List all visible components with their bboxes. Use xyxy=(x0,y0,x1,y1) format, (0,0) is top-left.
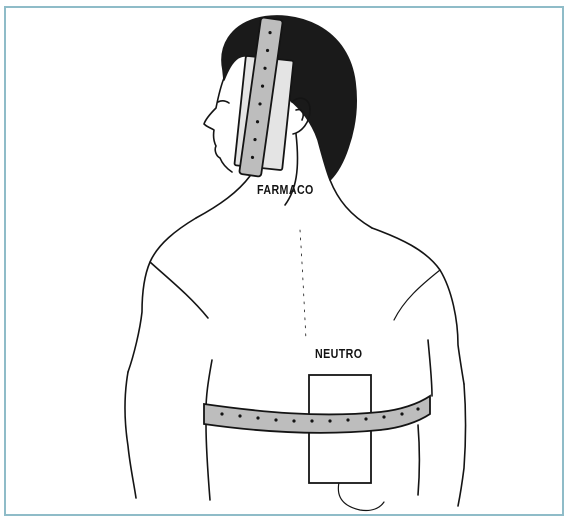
back-muscle-left xyxy=(150,262,208,318)
man-figure xyxy=(125,16,466,511)
arm-right xyxy=(458,384,466,506)
neutro-label: NEUTRO xyxy=(315,346,362,361)
farmaco-label: FARMACO xyxy=(257,182,314,197)
arm-left xyxy=(125,372,136,498)
neck-back xyxy=(330,180,372,228)
jaw-line xyxy=(196,176,250,218)
eye xyxy=(218,101,229,103)
shoulder-right xyxy=(372,228,464,384)
spine xyxy=(300,230,306,340)
face-profile xyxy=(204,78,232,172)
torso-left xyxy=(206,425,210,500)
arm-left-inner xyxy=(206,360,212,410)
back-muscle-right xyxy=(394,270,440,320)
arm-right-inner xyxy=(428,340,432,396)
ear-inner xyxy=(296,110,303,120)
torso-right xyxy=(418,425,420,495)
